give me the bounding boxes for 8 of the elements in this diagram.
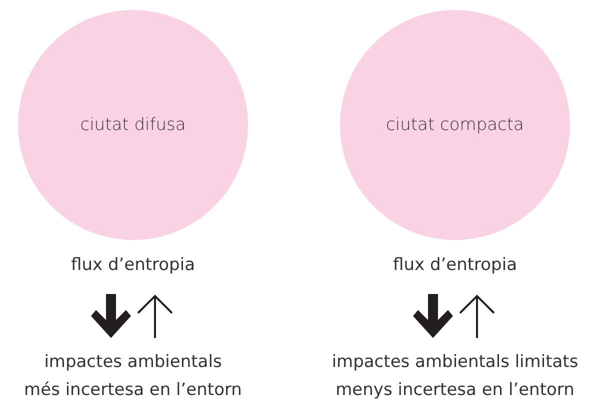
- node-label: ciutat compacta: [386, 115, 524, 135]
- node-label: ciutat difusa: [80, 115, 186, 135]
- caption-text: impactes ambientals: [44, 352, 222, 372]
- caption-text: impactes ambientals limitats: [332, 352, 578, 372]
- flow-label: flux d’entropia: [393, 255, 517, 275]
- caption-text: més incertesa en l’entorn: [24, 380, 242, 400]
- flow-label: flux d’entropia: [71, 255, 195, 275]
- caption-text: menys incertesa en l’entorn: [336, 380, 574, 400]
